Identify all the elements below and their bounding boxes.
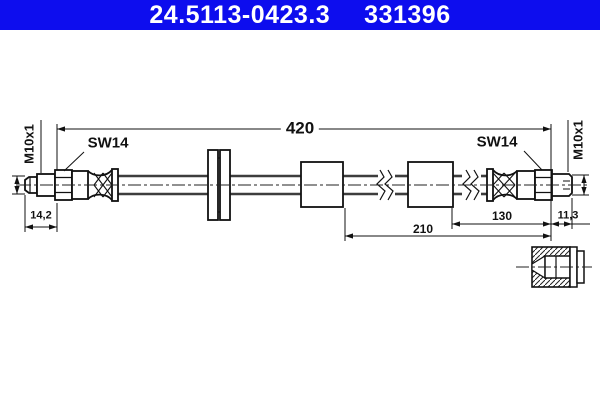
pipe-break-symbols [376,169,480,201]
wrench-size-label-left: SW14 [87,134,129,152]
left-crimp-pattern [93,172,113,198]
hose-body [118,174,487,196]
dim-mid-length: 210 [412,222,434,236]
wrench-size-label-right: SW14 [476,133,518,151]
dim-left-thread-length: 14,2 [30,209,52,222]
dim-right-thread-length: 11,3 [557,209,579,222]
thread-spec-label-left: M10x1 [21,124,37,164]
part-number: 24.5113-0423.3 [149,0,331,29]
header-bar: 24.5113-0423.3 331396 [0,0,600,30]
dim-total-length: 420 [280,119,320,137]
reference-number: 331396 [364,0,451,29]
thread-spec-label-right: M10x1 [570,120,586,160]
right-crimp-pattern [492,172,516,198]
dim-end-length: 130 [491,209,513,223]
dimension-arrows [14,126,587,239]
fitting-section-icon [516,246,592,288]
